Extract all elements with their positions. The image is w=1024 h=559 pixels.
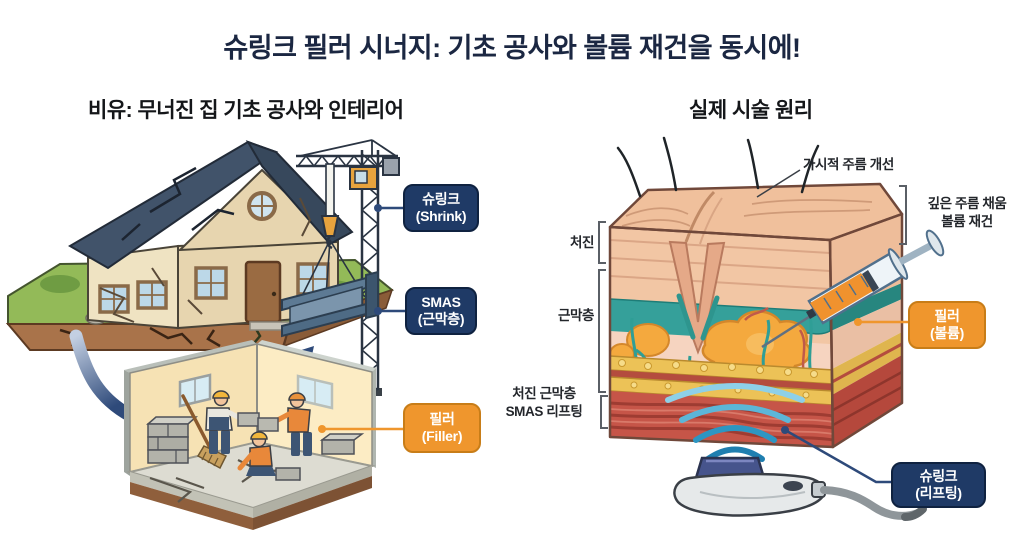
left-section-heading: 비유: 무너진 집 기초 공사와 인테리어 [88, 99, 404, 122]
carried-block [257, 417, 279, 432]
interior-room [124, 340, 376, 530]
broom [181, 394, 228, 470]
fascia-annotation: 근막층 [557, 308, 594, 323]
fat-globules-1 [618, 359, 818, 378]
smas-callout: SMAS (근막층) [405, 287, 477, 335]
scale-ticks [823, 275, 869, 310]
plunger-seal [862, 270, 879, 292]
page-title: 슈링크 필러 시너지: 기초 공사와 볼륨 재건을 동시에! [223, 33, 801, 63]
filler-callout: 필러 (Filler) [403, 403, 481, 453]
left-wall-outer-edge [124, 370, 130, 476]
sagging-bracket [598, 221, 606, 264]
transducer-body [673, 472, 826, 517]
hard-hat [212, 390, 230, 399]
block-stack-left [146, 416, 198, 464]
steel-i-beam [281, 270, 379, 338]
jib-lattice [297, 154, 395, 168]
ultrasound-waves [665, 383, 805, 462]
deep-wrinkle-annotation: 깊은 주름 채움 볼륨 재건 [927, 196, 1007, 229]
right-wall-top-edge [257, 340, 376, 372]
hifu-transducer [673, 456, 927, 521]
shrink-callout: 슈링크 (Shrink) [403, 184, 479, 232]
deep-wrinkle-bracket [899, 185, 907, 245]
floor-slab-edge-right [253, 466, 372, 518]
right-section-heading: 실제 시술 원리 [689, 99, 813, 122]
side-striations [832, 370, 903, 427]
round-window-mullion [249, 193, 275, 219]
worker-standing-left [205, 390, 260, 454]
hard-hat [250, 431, 268, 440]
visible-wrinkle-annotation: 가시적 주름 개선 [803, 157, 894, 172]
plunger-thumb-pad [925, 229, 945, 257]
hook-block [320, 215, 340, 237]
plunger-rod [898, 242, 932, 266]
dirt-base-right [253, 476, 372, 530]
filler-volume-callout: 필러 (볼륨) [908, 301, 986, 349]
side-teal-band [831, 283, 902, 331]
roof-cracks [121, 166, 235, 241]
worker-kneeling [237, 431, 276, 476]
crane-tie-lines [299, 139, 397, 157]
wrinkle-pointer-line [756, 169, 801, 198]
curved-down-arrow [69, 329, 138, 423]
fat-volume-blobs [609, 310, 812, 378]
right-wall-outer-edge [372, 368, 376, 468]
left-callout-connectors [318, 204, 405, 433]
side-red-line [831, 342, 903, 384]
needle [761, 313, 813, 349]
deep-wrinkle-fold [668, 240, 726, 355]
annotation-brackets [598, 185, 907, 429]
worker-standing-right [257, 392, 312, 456]
transducer-button [783, 481, 803, 491]
hoist-line [325, 163, 335, 217]
cab-window [354, 170, 368, 184]
smas-lifting-bracket [600, 395, 608, 429]
floor-slab-edge-left [130, 472, 253, 518]
fascia-bracket [598, 269, 606, 393]
hairs [616, 136, 820, 198]
counterweight [382, 157, 400, 176]
crane-hook [326, 235, 333, 250]
skin-block-outline [608, 182, 904, 449]
carried-block [237, 412, 260, 427]
left-wall-top-edge [124, 340, 257, 373]
block-right [275, 433, 365, 481]
top-face-wrinkles [621, 190, 873, 245]
wall-cracks [99, 197, 312, 323]
dirt-base-left [130, 482, 253, 530]
shrink-lifting-callout: 슈링크 (리프팅) [891, 462, 986, 508]
right-callout-connectors [756, 169, 908, 484]
skin-top-face [610, 184, 902, 240]
filler-liquid [810, 273, 873, 321]
door-knob [271, 291, 277, 297]
thin-red-band [610, 370, 833, 391]
bush-left [40, 275, 80, 293]
smas-lifting-annotation: 처진 근막층 SMAS 리프팅 [505, 386, 583, 419]
side-dermis [831, 299, 902, 369]
syringe [761, 229, 945, 349]
sagging-annotation: 처진 [569, 235, 594, 250]
rigging-cables [297, 239, 359, 305]
side-muscle [832, 355, 902, 447]
hard-hat [288, 392, 306, 401]
